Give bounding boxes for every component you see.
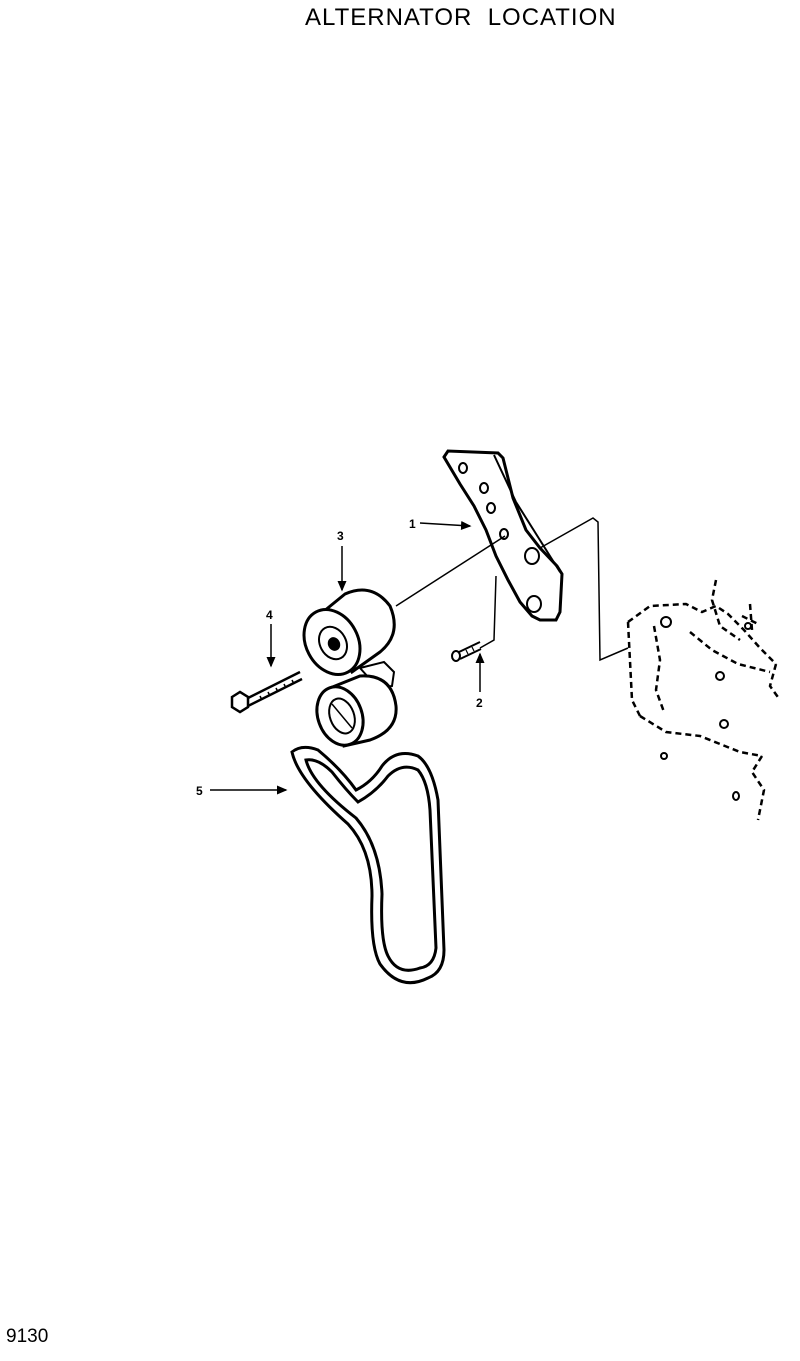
idler-pulley — [302, 588, 396, 676]
page-title: ALTERNATOR LOCATION — [305, 4, 617, 31]
callout-label-5: 5 — [196, 784, 203, 798]
long-bolt — [230, 670, 303, 714]
mounting-bracket — [442, 449, 564, 622]
page-number: 9130 — [6, 1326, 49, 1347]
callout-label-4: 4 — [266, 608, 273, 622]
callout-label-2: 2 — [476, 696, 483, 710]
callout-label-1: 1 — [409, 517, 416, 531]
tensioner-pulley — [315, 660, 398, 748]
engine-block-outline — [626, 579, 782, 821]
assembly-centerlines — [395, 517, 629, 662]
callout-leaders — [210, 520, 485, 795]
engine-block-holes — [660, 616, 752, 801]
leader-1 — [419, 520, 472, 530]
callout-label-3: 3 — [337, 529, 344, 543]
drive-belt — [290, 745, 446, 985]
small-screw — [451, 641, 482, 662]
